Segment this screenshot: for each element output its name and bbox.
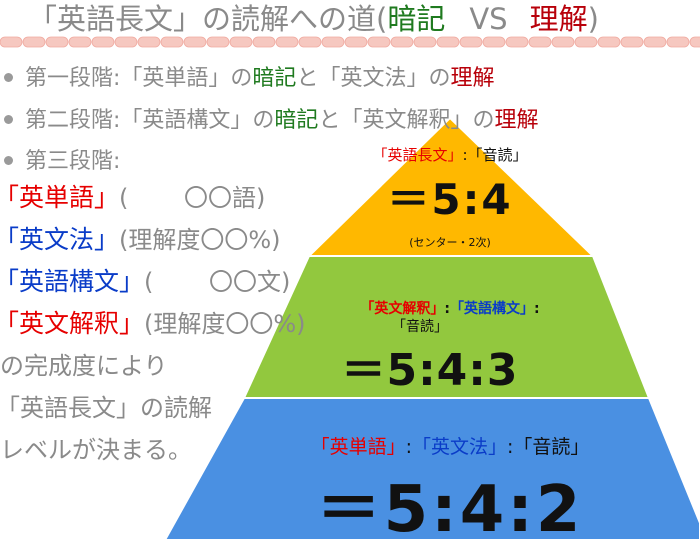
divider-scallop: [643, 36, 667, 48]
bullet-stage-2: 第二段階:「英語構文」の暗記と「英文解釈」の理解: [2, 102, 538, 134]
middle-tier-label-2: 「音読」: [392, 319, 448, 335]
divider-scallop: [367, 36, 391, 48]
bullet-dot: [4, 155, 13, 165]
divider-scallop: [459, 36, 483, 48]
scalloped-divider: [0, 36, 700, 48]
divider-scallop: [22, 36, 46, 48]
divider-scallop: [413, 36, 437, 48]
page-title: 「英語長文」の読解への道(暗記 VS 理解): [28, 0, 599, 38]
divider-scallop: [505, 36, 529, 48]
conclusion-line-3: レベルが決まる。: [0, 436, 192, 464]
divider-scallop: [666, 36, 690, 48]
divider-scallop: [482, 36, 506, 48]
divider-scallop: [321, 36, 345, 48]
bullet-stage-3: 第三段階:: [2, 143, 120, 175]
divider-scallop: [0, 36, 23, 48]
bottom-tier-label: 「英単語」:「英文法」:「音読」: [310, 436, 590, 458]
bullet-dot: [4, 72, 13, 82]
divider-scallop: [229, 36, 253, 48]
middle-tier-label: 「英文解釈」:「英語構文」:: [360, 301, 540, 317]
divider-scallop: [390, 36, 414, 48]
top-tier-ratio: ＝5:4: [387, 175, 513, 224]
pyramid-bottom-tier: [163, 397, 700, 540]
title-vs: VS: [469, 2, 508, 36]
item-vocabulary: 「英単語」( 〇〇語): [0, 183, 266, 212]
title-memorize: 暗記: [387, 2, 446, 36]
top-tier-note: (センター・2次): [409, 236, 491, 249]
divider-scallop: [620, 36, 644, 48]
pyramid-top-tier: [306, 116, 596, 257]
title-text: 「英語長文」の読解への道(: [28, 2, 388, 36]
divider-scallop: [344, 36, 368, 48]
divider-scallop: [91, 36, 115, 48]
divider-scallop: [275, 36, 299, 48]
divider-scallop: [298, 36, 322, 48]
bullet-stage-1: 第一段階:「英単語」の暗記と「英文法」の理解: [2, 60, 494, 92]
divider-scallop: [528, 36, 552, 48]
divider-scallop: [574, 36, 598, 48]
conclusion-line-1: の完成度により: [0, 352, 168, 380]
divider-scallop: [597, 36, 621, 48]
divider-scallop: [45, 36, 69, 48]
item-syntax: 「英語構文」( 〇〇文): [0, 267, 291, 296]
divider-scallop: [252, 36, 276, 48]
conclusion-line-2: 「英語長文」の読解: [0, 394, 212, 422]
divider-scallop: [137, 36, 161, 48]
top-tier-label: 「英語長文」:「音読」: [372, 146, 528, 164]
title-understand: 理解: [529, 2, 588, 36]
bullet-dot: [4, 114, 13, 124]
title-close: ): [587, 2, 599, 36]
bottom-tier-ratio: ＝5:4:2: [316, 473, 584, 547]
divider-scallop: [160, 36, 184, 48]
divider-scallop: [689, 36, 700, 48]
middle-tier-ratio: ＝5:4:3: [341, 345, 519, 396]
divider-scallop: [206, 36, 230, 48]
divider-scallop: [114, 36, 138, 48]
divider-scallop: [436, 36, 460, 48]
item-interpretation: 「英文解釈」(理解度〇〇%): [0, 309, 306, 338]
divider-scallop: [183, 36, 207, 48]
divider-scallop: [551, 36, 575, 48]
item-grammar: 「英文法」(理解度〇〇%): [0, 225, 281, 254]
divider-scallop: [68, 36, 92, 48]
